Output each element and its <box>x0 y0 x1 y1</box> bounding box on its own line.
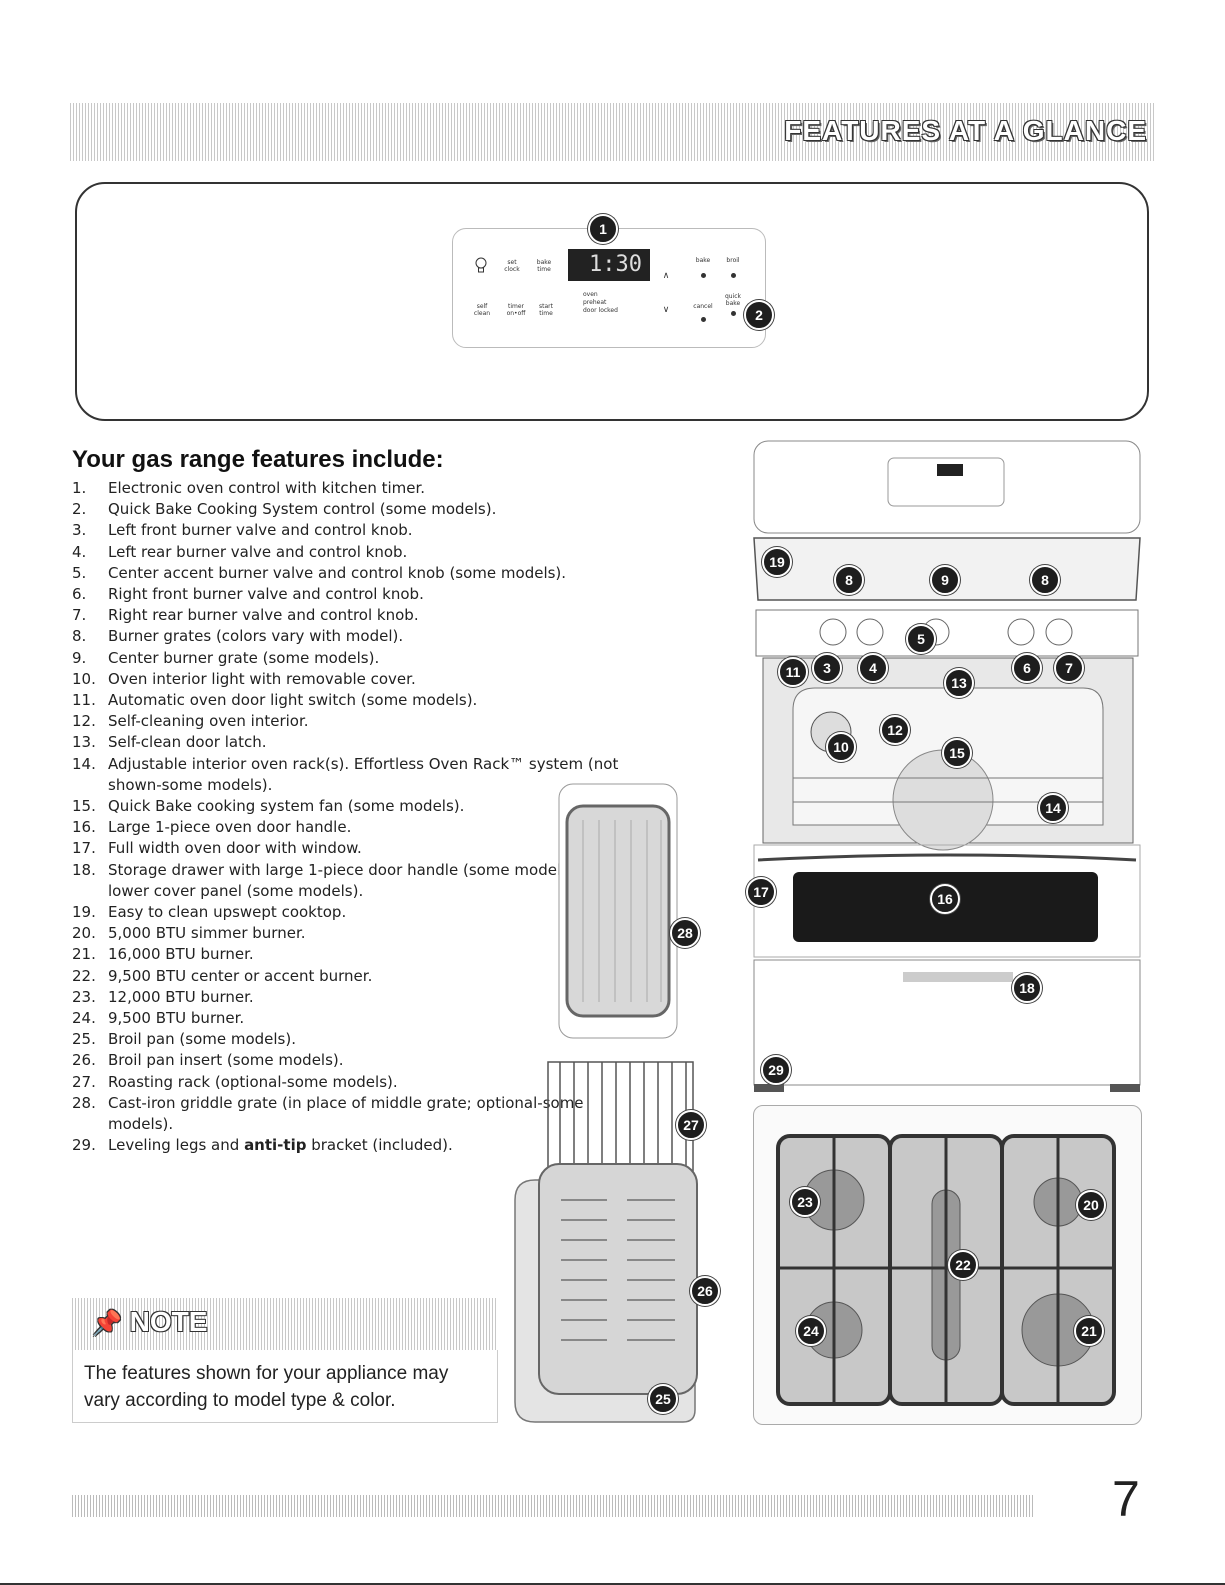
callout-17: 17 <box>746 877 776 907</box>
cancel-button-dot <box>701 317 706 322</box>
feature-item: 29.Leveling legs and anti-tip bracket (i… <box>72 1136 453 1155</box>
bottom-rule <box>0 1583 1225 1585</box>
feature-item: 27.Roasting rack (optional-some models). <box>72 1072 398 1091</box>
feature-item: 21.16,000 BTU burner. <box>72 945 254 964</box>
feature-item: 25.Broil pan (some models). <box>72 1030 296 1049</box>
broil-pan-illustration <box>514 1163 698 1423</box>
broil-label: broil <box>726 257 740 264</box>
feature-item: 1.Electronic oven control with kitchen t… <box>72 479 426 497</box>
feature-item: 26.Broil pan insert (some models). <box>72 1051 344 1070</box>
feature-item: 7.Right rear burner valve and control kn… <box>72 606 419 625</box>
callout-3: 3 <box>812 653 842 683</box>
feature-item: 11.Automatic oven door light switch (som… <box>72 691 478 710</box>
down-arrow-icon: ∨ <box>662 305 670 315</box>
bake-label: bake <box>695 257 711 264</box>
oven-control-panel: set clock bake time 1:30 ∧ bake broil se… <box>452 228 766 348</box>
feature-item: 8.Burner grates (colors vary with model)… <box>72 627 404 646</box>
note-title: 📌 NOTE <box>92 1306 208 1337</box>
feature-item: 15.Quick Bake cooking system fan (some m… <box>72 797 465 816</box>
set-clock-label: set clock <box>504 259 520 273</box>
callout-26: 26 <box>690 1276 720 1306</box>
quick-bake-button-dot <box>731 311 736 316</box>
up-arrow-icon: ∧ <box>662 271 670 281</box>
note-box <box>72 1350 498 1423</box>
oven-indicator: oven <box>583 291 598 298</box>
note-header-band <box>72 1298 496 1350</box>
features-list: 1.Electronic oven control with kitchen t… <box>72 478 632 1157</box>
feature-item: 18.Storage drawer with large 1-piece doo… <box>72 860 595 900</box>
callout-7: 7 <box>1054 653 1084 683</box>
griddle-grate-illustration <box>558 783 678 1039</box>
callout-20: 20 <box>1076 1190 1106 1220</box>
feature-item: 3.Left front burner valve and control kn… <box>72 521 413 540</box>
timer-label: timer on•off <box>506 303 526 317</box>
callout-23: 23 <box>790 1187 820 1217</box>
cancel-label: cancel <box>693 303 713 310</box>
feature-item: 22.9,500 BTU center or accent burner. <box>72 966 373 985</box>
broil-button-dot <box>731 273 736 278</box>
callout-28: 28 <box>670 918 700 948</box>
feature-item: 24.9,500 BTU burner. <box>72 1009 245 1028</box>
feature-item: 19.Easy to clean upswept cooktop. <box>72 903 347 922</box>
page-title: FEATURES AT A GLANCE <box>784 115 1147 146</box>
bake-time-label: bake time <box>536 259 552 273</box>
callout-22: 22 <box>948 1250 978 1280</box>
callout-19: 19 <box>762 547 792 577</box>
callout-10: 10 <box>826 732 856 762</box>
pushpin-icon: 📌 <box>92 1310 122 1337</box>
callout-14: 14 <box>1038 793 1068 823</box>
feature-item: 5.Center accent burner valve and control… <box>72 563 567 582</box>
door-locked-indicator: door locked <box>583 307 618 314</box>
feature-item: 23.12,000 BTU burner. <box>72 987 254 1006</box>
preheat-indicator: preheat <box>583 299 607 306</box>
callout-13: 13 <box>944 668 974 698</box>
callout-15: 15 <box>942 738 972 768</box>
feature-item: 17.Full width oven door with window. <box>72 839 362 858</box>
feature-item: 14.Adjustable interior oven rack(s). Eff… <box>72 754 619 794</box>
oven-display: 1:30 <box>568 249 650 281</box>
control-panel-frame <box>75 182 1149 421</box>
callout-2: 2 <box>744 300 774 330</box>
quick-bake-label: quick bake <box>724 293 742 307</box>
feature-item: 12.Self-cleaning oven interior. <box>72 712 309 731</box>
callout-12: 12 <box>880 715 910 745</box>
callout-16: 16 <box>930 884 960 914</box>
callout-4: 4 <box>858 653 888 683</box>
feature-item: 4.Left rear burner valve and control kno… <box>72 542 408 561</box>
light-bulb-icon <box>475 257 487 273</box>
callout-9: 9 <box>930 565 960 595</box>
callout-18: 18 <box>1012 973 1042 1003</box>
callout-24: 24 <box>796 1316 826 1346</box>
callout-1: 1 <box>588 214 618 244</box>
footer-band <box>72 1495 1034 1517</box>
callout-6: 6 <box>1012 653 1042 683</box>
page-number: 7 <box>1112 1471 1140 1527</box>
feature-item: 10.Oven interior light with removable co… <box>72 669 416 688</box>
feature-item: 9.Center burner grate (some models). <box>72 648 380 667</box>
callout-5: 5 <box>906 624 936 654</box>
bake-button-dot <box>701 273 706 278</box>
start-time-label: start time <box>539 303 553 317</box>
feature-item: 20.5,000 BTU simmer burner. <box>72 924 306 943</box>
feature-item: 28.Cast-iron griddle grate (in place of … <box>72 1093 584 1134</box>
header-band <box>70 103 1155 161</box>
note-text: The features shown for your appliance ma… <box>84 1363 449 1411</box>
features-heading: Your gas range features include: <box>72 446 444 473</box>
callout-21: 21 <box>1074 1316 1104 1346</box>
callout-11: 11 <box>778 657 808 687</box>
callout-27: 27 <box>676 1110 706 1140</box>
callout-8-left: 8 <box>834 565 864 595</box>
feature-item: 6.Right front burner valve and control k… <box>72 585 424 604</box>
cooktop-grates-illustration <box>776 1134 1116 1406</box>
feature-item: 16.Large 1-piece oven door handle. <box>72 818 352 837</box>
feature-item: 13.Self-clean door latch. <box>72 733 267 752</box>
callout-25: 25 <box>648 1384 678 1414</box>
feature-item: 2.Quick Bake Cooking System control (som… <box>72 500 497 519</box>
callout-29: 29 <box>761 1055 791 1085</box>
self-clean-label: self clean <box>473 303 491 317</box>
callout-8-right: 8 <box>1030 565 1060 595</box>
range-illustration <box>753 440 1141 1092</box>
